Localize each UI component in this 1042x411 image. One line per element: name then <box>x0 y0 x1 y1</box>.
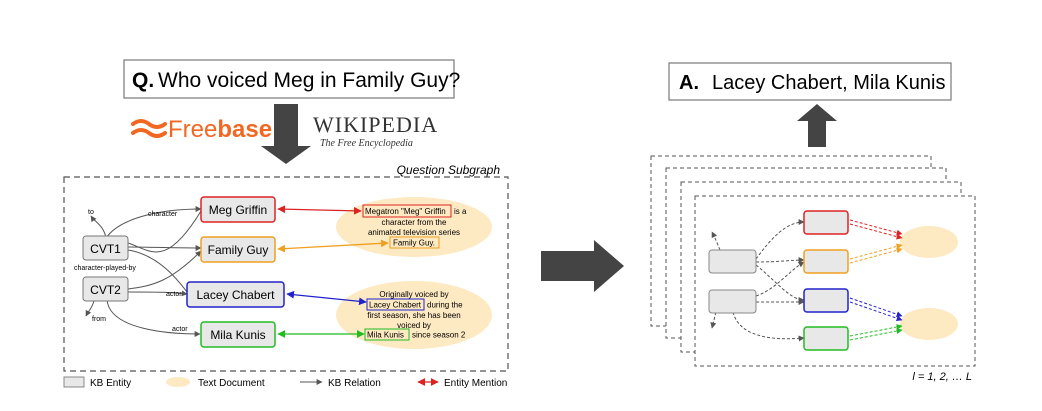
relation-character-played-by: character-played-by <box>74 265 136 272</box>
doc2-text-2: during the <box>427 301 463 310</box>
wikipedia-title: WIKIPEDIA <box>313 112 438 137</box>
mention-box-lacey <box>366 298 425 311</box>
svg-text:Family Guy: Family Guy <box>208 243 269 257</box>
text-document-2 <box>336 281 492 349</box>
doc1-text-3: animated television series <box>368 228 460 237</box>
doc2-mention-lacey: Lacey Chabert <box>369 301 422 310</box>
wikipedia-subtitle: The Free Encyclopedia <box>320 138 413 149</box>
legend-text-document-swatch <box>166 377 190 387</box>
relation-to: to <box>88 209 94 216</box>
doc1-text-2: character from the <box>382 218 447 227</box>
mention-box-meg <box>362 204 452 218</box>
mention-box-family-guy <box>389 236 440 249</box>
answer-prefix: A. <box>679 72 699 94</box>
freebase-wordmark-bold: base <box>217 116 272 143</box>
relation-from: from <box>92 316 106 323</box>
doc1-mention-family-guy: Family Guy. <box>393 239 435 248</box>
doc2-text-4: voiced by <box>397 321 431 330</box>
question-text: Who voiced Meg in Family Guy? <box>158 69 460 92</box>
entity-lacey-chabert: Lacey Chabert <box>186 281 285 308</box>
svg-text:Meg Griffin: Meg Griffin <box>209 203 267 217</box>
wikipedia-logo: WIKIPEDIA The Free Encyclopedia <box>313 112 438 149</box>
right-arrow-icon <box>541 240 624 292</box>
mention-arrow-family-guy <box>277 239 389 253</box>
doc1-mention-meg: Megatron "Meg" Griffin <box>365 207 446 216</box>
freebase-icon <box>131 119 167 138</box>
layer-doc-1 <box>900 226 958 258</box>
layer-cvt-2 <box>708 289 757 314</box>
relation-actor-mila: actor <box>172 326 188 333</box>
svg-text:CVT2: CVT2 <box>90 283 121 297</box>
relation-character: character <box>148 211 178 218</box>
down-arrow-icon <box>261 104 311 164</box>
freebase-logo: Freebase <box>131 116 272 143</box>
mention-box-mila <box>364 328 410 341</box>
layer-entity-red <box>803 210 849 235</box>
layer-graph <box>708 210 958 351</box>
doc2-text-1: Originally voiced by <box>379 290 448 299</box>
layers-label: l = 1, 2, … L <box>912 371 972 383</box>
legend: KB Entity Text Document KB Relation Enti… <box>63 376 507 389</box>
entity-mila-kunis: Mila Kunis <box>200 321 276 348</box>
doc2-text-5: since season 2 <box>412 331 466 340</box>
layer-cvt-1 <box>708 249 757 274</box>
mention-arrow-lacey <box>286 290 367 306</box>
svg-text:Mila Kunis: Mila Kunis <box>210 328 265 342</box>
kb-relations <box>85 206 202 337</box>
answer-text: Lacey Chabert, Mila Kunis <box>712 72 945 94</box>
svg-text:Lacey Chabert: Lacey Chabert <box>196 288 275 302</box>
legend-kb-entity: KB Entity <box>90 378 131 389</box>
layer-entity-green <box>803 326 849 351</box>
layer-entity-orange <box>803 249 849 274</box>
doc1-text-1: is a <box>454 207 467 216</box>
svg-text:CVT1: CVT1 <box>90 242 121 256</box>
mention-arrow-meg <box>277 205 362 215</box>
cvt-node-2: CVT2 <box>82 276 129 302</box>
answer-box: A. Lacey Chabert, Mila Kunis <box>668 62 952 101</box>
question-prefix: Q. <box>132 69 154 92</box>
doc2-text-3: first season, she has been <box>367 311 460 320</box>
layer-entity-blue <box>803 288 849 313</box>
entity-family-guy: Family Guy <box>200 236 276 263</box>
question-box: Q. Who voiced Meg in Family Guy? <box>123 59 460 99</box>
legend-entity-mention: Entity Mention <box>444 378 507 389</box>
legend-kb-entity-swatch <box>63 376 85 388</box>
doc2-mention-mila: Mila Kunis <box>367 331 404 340</box>
subgraph-title: Question Subgraph <box>397 163 501 177</box>
relation-actor-lacey: actor <box>166 291 182 298</box>
subgraph-frame <box>63 176 509 372</box>
legend-text-document: Text Document <box>198 378 265 389</box>
legend-kb-relation: KB Relation <box>328 378 381 389</box>
layer-doc-2 <box>900 308 958 340</box>
freebase-wordmark: Freebase <box>168 116 272 143</box>
cvt-node-1: CVT1 <box>82 235 129 261</box>
entity-meg-griffin: Meg Griffin <box>200 196 276 223</box>
up-arrow-icon <box>797 104 837 147</box>
